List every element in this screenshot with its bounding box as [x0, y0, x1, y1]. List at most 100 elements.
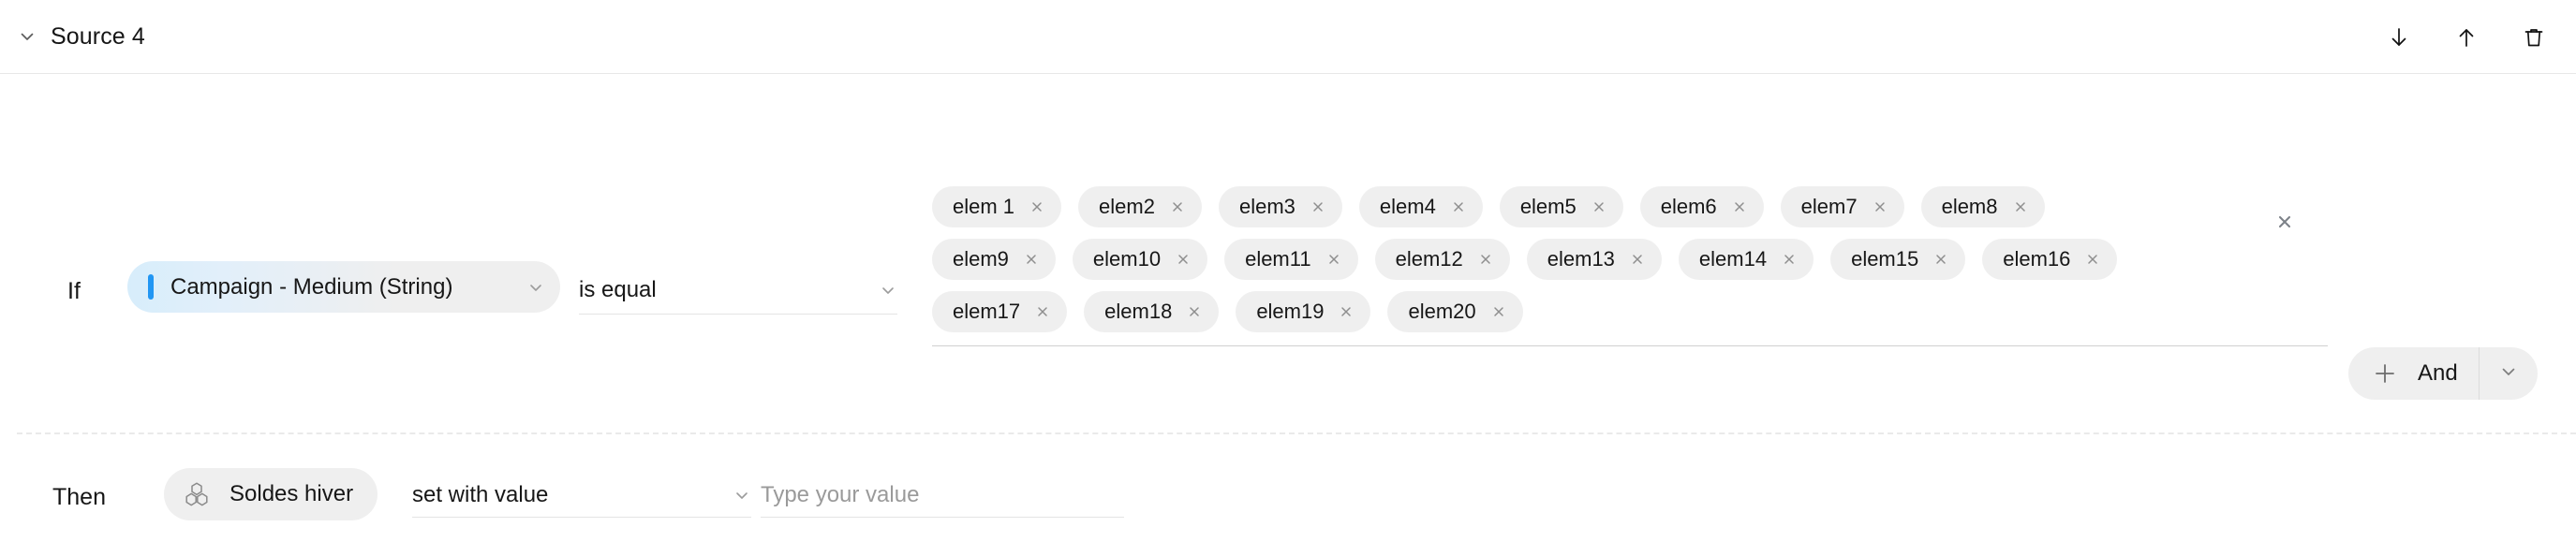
- value-chip-label: elem19: [1256, 300, 1325, 323]
- close-icon: [1173, 202, 1182, 212]
- close-icon: [1734, 202, 1744, 212]
- value-chip: elem10: [1072, 239, 1208, 280]
- remove-chip-button[interactable]: [1028, 198, 1046, 216]
- remove-chip-button[interactable]: [1871, 198, 1889, 216]
- value-chip-label: elem20: [1408, 300, 1476, 323]
- close-icon: [1190, 307, 1200, 316]
- value-chip: elem3: [1218, 186, 1342, 227]
- remove-chip-button[interactable]: [1325, 250, 1343, 269]
- page-title: Source 4: [51, 22, 145, 50]
- value-chip: elem2: [1078, 186, 1202, 227]
- value-chip-label: elem12: [1395, 247, 1463, 271]
- value-chip: elem17: [932, 291, 1068, 332]
- remove-chip-button[interactable]: [1449, 198, 1468, 216]
- value-chip: elem14: [1678, 239, 1814, 280]
- close-icon: [1038, 307, 1047, 316]
- remove-chip-button[interactable]: [1309, 198, 1327, 216]
- chevron-down-icon: [733, 486, 751, 505]
- remove-chip-button[interactable]: [1185, 302, 1204, 321]
- remove-chip-button[interactable]: [2083, 250, 2102, 269]
- remove-chip-button[interactable]: [1489, 302, 1508, 321]
- clear-all-values-button[interactable]: [2272, 211, 2298, 237]
- hexagon-cluster-icon: [181, 478, 213, 510]
- close-icon: [1454, 202, 1463, 212]
- value-chip: elem 1: [932, 186, 1062, 227]
- remove-chip-button[interactable]: [1590, 198, 1608, 216]
- remove-chip-button[interactable]: [1022, 250, 1041, 269]
- arrow-up-icon: [2454, 25, 2479, 50]
- close-icon: [1493, 307, 1503, 316]
- move-down-button[interactable]: [2379, 18, 2419, 57]
- remove-chip-button[interactable]: [1932, 250, 1950, 269]
- value-chip-label: elem7: [1800, 195, 1858, 218]
- if-keyword: If: [67, 278, 81, 304]
- value-chip-label: elem15: [1851, 247, 1919, 271]
- value-chip: elem13: [1526, 239, 1662, 280]
- chevron-down-icon: [879, 281, 897, 300]
- close-icon: [2015, 202, 2025, 212]
- close-icon: [2088, 255, 2098, 264]
- value-chip-label: elem18: [1104, 300, 1173, 323]
- add-condition-label: And: [2418, 360, 2458, 386]
- value-chip: elem12: [1374, 239, 1510, 280]
- remove-chip-button[interactable]: [2011, 198, 2030, 216]
- condition-operator-label: is equal: [579, 276, 657, 302]
- close-icon: [1178, 255, 1188, 264]
- collapse-toggle[interactable]: [15, 24, 39, 49]
- action-value-input[interactable]: [761, 481, 1124, 508]
- plus-icon: [2373, 361, 2397, 386]
- source-header: Source 4: [0, 0, 2576, 74]
- remove-chip-button[interactable]: [1337, 302, 1355, 321]
- trash-icon: [2522, 25, 2546, 50]
- add-condition-main[interactable]: And: [2348, 347, 2479, 400]
- add-condition-button[interactable]: And: [2348, 347, 2538, 400]
- value-chip-label: elem 1: [953, 195, 1015, 218]
- condition-field-label: Campaign - Medium (String): [170, 273, 453, 300]
- close-icon: [1481, 255, 1490, 264]
- remove-chip-button[interactable]: [1476, 250, 1495, 269]
- chevron-down-icon: [17, 26, 37, 47]
- action-type-label: set with value: [412, 481, 549, 507]
- value-chip-label: elem17: [953, 300, 1021, 323]
- chevron-down-icon: [508, 278, 545, 297]
- remove-chip-button[interactable]: [1780, 250, 1799, 269]
- action-value-field[interactable]: [761, 473, 1124, 518]
- value-chip-label: elem2: [1099, 195, 1155, 218]
- close-icon: [1032, 202, 1042, 212]
- action-target-label: Soldes hiver: [229, 481, 354, 506]
- close-icon: [2275, 212, 2294, 236]
- condition-field-selector[interactable]: Campaign - Medium (String): [127, 261, 560, 313]
- remove-chip-button[interactable]: [1730, 198, 1749, 216]
- close-icon: [1313, 202, 1323, 212]
- value-chip-label: elem13: [1547, 247, 1615, 271]
- value-chip-label: elem4: [1379, 195, 1436, 218]
- value-chip: elem18: [1084, 291, 1220, 332]
- value-chip-label: elem3: [1238, 195, 1295, 218]
- remove-chip-button[interactable]: [1033, 302, 1052, 321]
- value-chip-label: elem11: [1245, 247, 1311, 271]
- value-chip: elem6: [1639, 186, 1764, 227]
- remove-chip-button[interactable]: [1168, 198, 1187, 216]
- condition-values-multiselect[interactable]: elem 1 elem2 elem3 elem4 elem5 elem6 elem7 elem…: [932, 186, 2328, 346]
- header-actions: [2379, 0, 2554, 74]
- value-chip: elem5: [1499, 186, 1623, 227]
- value-chip-label: elem6: [1660, 195, 1717, 218]
- condition-operator-select[interactable]: is equal: [579, 266, 897, 315]
- close-icon: [1328, 255, 1339, 264]
- action-target-selector[interactable]: Soldes hiver: [164, 468, 378, 520]
- close-icon: [1027, 255, 1036, 264]
- divider: [2478, 347, 2480, 400]
- remove-chip-button[interactable]: [1628, 250, 1647, 269]
- add-condition-dropdown-toggle[interactable]: [2480, 347, 2538, 400]
- value-chip-label: elem10: [1092, 247, 1162, 271]
- value-chip: elem19: [1236, 291, 1371, 332]
- remove-chip-button[interactable]: [1174, 250, 1192, 269]
- action-type-select[interactable]: set with value: [412, 473, 751, 518]
- close-icon: [1936, 255, 1946, 264]
- condition-row: If Campaign - Medium (String) is equal e…: [0, 74, 2576, 400]
- delete-button[interactable]: [2514, 18, 2554, 57]
- value-chip: elem8: [1920, 186, 2045, 227]
- move-up-button[interactable]: [2447, 18, 2486, 57]
- value-chip-label: elem5: [1519, 195, 1577, 218]
- close-icon: [1593, 202, 1604, 212]
